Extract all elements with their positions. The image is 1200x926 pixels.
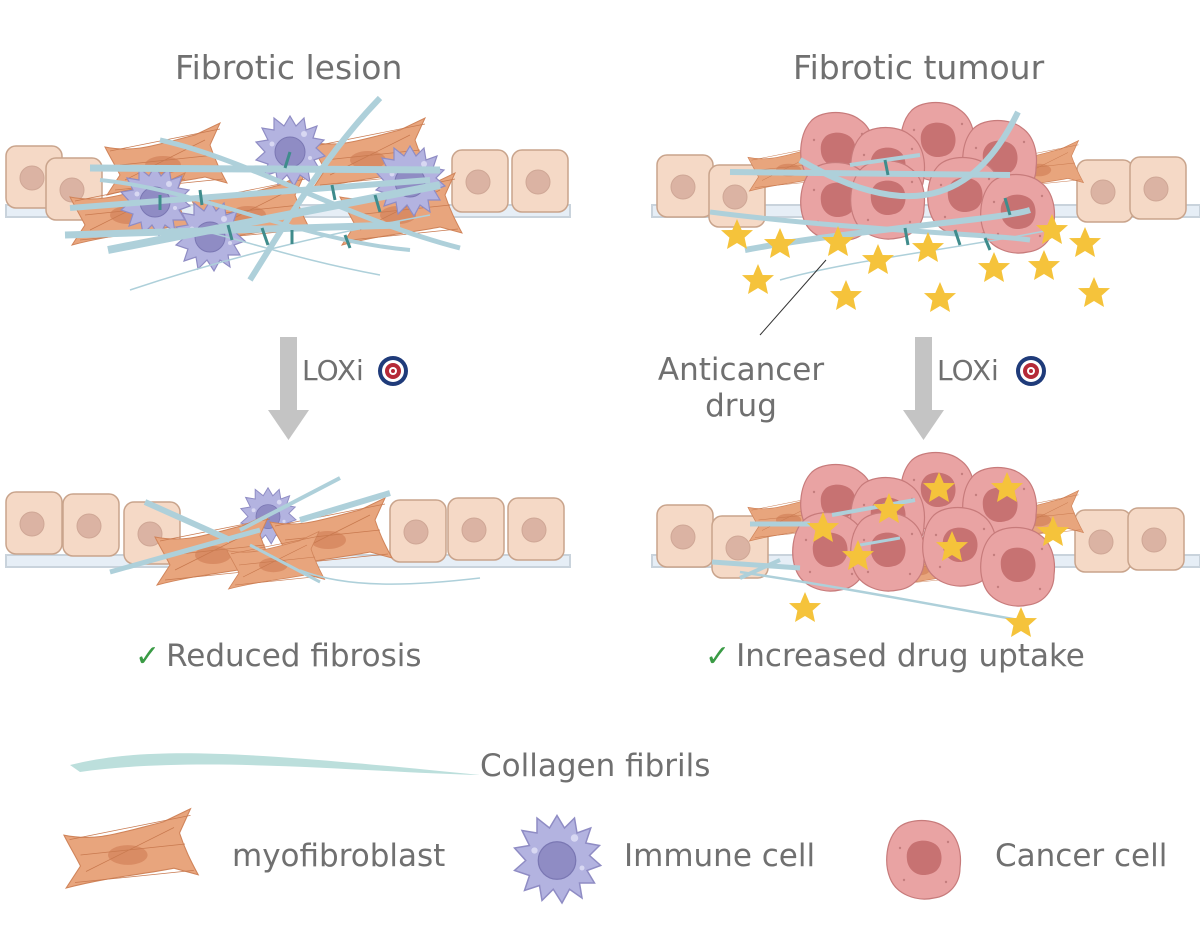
- treatment-arrow-right: [903, 337, 944, 440]
- epithelial-cell: [1127, 507, 1185, 571]
- epithelial-cell: [507, 497, 565, 561]
- outcome-text: Reduced fibrosis: [166, 638, 422, 674]
- check-icon: ✓: [705, 639, 731, 674]
- treatment-label-right: LOXi: [937, 354, 999, 387]
- epithelial-cell: [451, 149, 509, 213]
- collagen-fibrils: [711, 498, 1031, 624]
- epithelial-cell: [5, 491, 63, 555]
- check-icon: ✓: [135, 639, 161, 674]
- treatment-label-left: LOXi: [302, 354, 364, 387]
- increased-uptake-scene: [651, 451, 1200, 637]
- collagen-crosslinks: [883, 159, 1012, 251]
- collagen-fibrils: [109, 476, 481, 585]
- outcome-text: Increased drug uptake: [736, 638, 1085, 674]
- legend-immune-cell-icon: [513, 814, 602, 904]
- treatment-arrow-left: [268, 337, 309, 440]
- collagen-crosslinks: [158, 151, 382, 249]
- drug-callout-line-2: drug: [705, 388, 777, 424]
- drug-star-icon: [1069, 227, 1101, 257]
- panel-title-fibrotic-tumour: Fibrotic tumour: [793, 48, 1045, 87]
- outcome-increased-drug-uptake: ✓Increased drug uptake: [705, 638, 1085, 674]
- outcome-reduced-fibrosis: ✓Reduced fibrosis: [135, 638, 421, 674]
- drug-star-icon: [1005, 607, 1037, 637]
- epithelial-cell: [447, 497, 505, 561]
- basement-membrane: [651, 204, 1200, 218]
- drug-star-icon: [862, 244, 894, 274]
- legend-myofibroblast-icon: [63, 808, 199, 889]
- target-icon: [378, 356, 408, 386]
- drug-callout-line-1: Anticancer: [657, 352, 825, 388]
- drug-star-icon: [764, 228, 796, 258]
- epithelial-cell: [1076, 159, 1134, 223]
- epithelial-cell: [389, 499, 447, 563]
- legend-label-myofibroblast: myofibroblast: [232, 838, 446, 874]
- drug-star-icon: [830, 280, 862, 310]
- drug-star-icon: [1078, 277, 1110, 307]
- target-icon: [1016, 356, 1046, 386]
- collagen-fibrils: [64, 95, 461, 291]
- epithelial-cell: [1074, 509, 1132, 573]
- drug-star-icon: [742, 264, 774, 294]
- drug-star-icon: [1028, 250, 1060, 280]
- epithelial-cell: [656, 504, 714, 568]
- epithelial-cell: [511, 149, 569, 213]
- fibrotic-lesion-scene: [5, 95, 571, 291]
- panel-title-fibrotic-lesion: Fibrotic lesion: [175, 48, 403, 87]
- reduced-fibrosis-scene: [5, 476, 571, 590]
- drug-star-icon: [912, 232, 944, 262]
- drug-callout-label: Anticancer drug: [652, 352, 830, 424]
- legend-cancer-cell-icon: [886, 819, 962, 900]
- drug-star-icon: [978, 252, 1010, 282]
- epithelial-cell: [62, 493, 120, 557]
- drug-star-icon: [924, 282, 956, 312]
- legend-label-collagen: Collagen fibrils: [480, 748, 711, 784]
- drug-star-icon: [789, 592, 821, 622]
- fibrotic-tumour-scene: [651, 101, 1200, 336]
- drug-callout-line: [759, 259, 827, 336]
- epithelial-cell: [1129, 156, 1187, 220]
- cancer-cell: [980, 526, 1056, 607]
- legend-label-cancer: Cancer cell: [995, 838, 1168, 874]
- legend-collagen-fibril-icon: [70, 753, 480, 775]
- epithelial-cell: [656, 154, 714, 218]
- legend-label-immune: Immune cell: [624, 838, 816, 874]
